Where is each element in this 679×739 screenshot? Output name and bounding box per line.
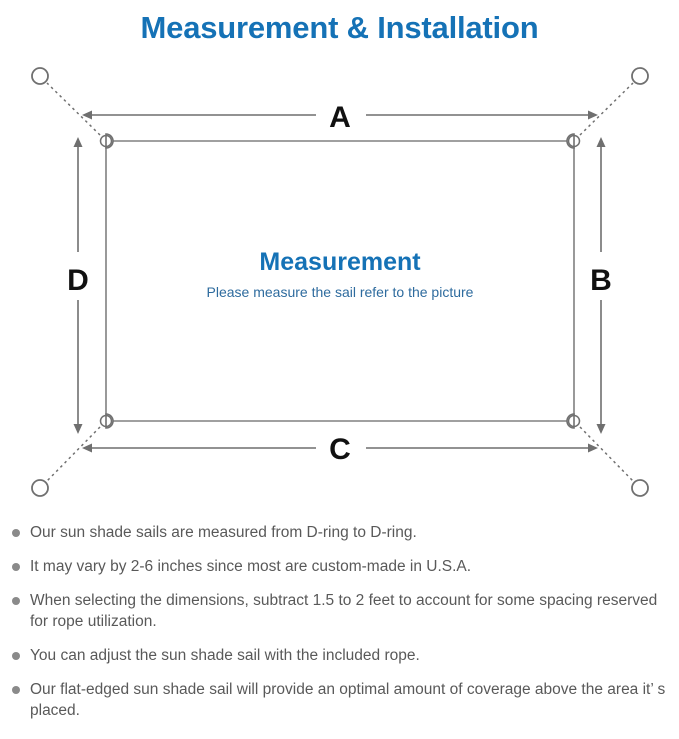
list-item: Our sun shade sails are measured from D-… <box>0 522 679 543</box>
bullet-icon <box>12 686 20 694</box>
dring-top-left-icon <box>99 133 114 149</box>
notes-list: Our sun shade sails are measured from D-… <box>0 522 679 734</box>
list-item-text: You can adjust the sun shade sail with t… <box>30 647 420 664</box>
list-item: You can adjust the sun shade sail with t… <box>0 645 679 666</box>
bullet-icon <box>12 563 20 571</box>
bullet-icon <box>12 652 20 660</box>
rope-line-top-left <box>46 82 101 136</box>
dring-top-right-icon <box>566 133 581 149</box>
dimension-label-c: C <box>329 433 351 466</box>
anchor-top-right-icon <box>631 67 649 85</box>
diagram-center-heading: Measurement <box>259 248 421 276</box>
dring-bottom-right-icon <box>566 413 581 429</box>
list-item-text: When selecting the dimensions, subtract … <box>30 592 658 630</box>
anchor-bottom-right-icon <box>631 479 649 497</box>
list-item-text: Our sun shade sails are measured from D-… <box>30 524 417 541</box>
bullet-icon <box>12 529 20 537</box>
bullet-icon <box>12 597 20 605</box>
dimension-label-a: A <box>329 101 351 134</box>
dimension-label-d: D <box>67 264 89 297</box>
dimension-label-b: B <box>590 264 612 297</box>
rope-line-bottom-left <box>46 426 101 482</box>
page-title: Measurement & Installation <box>140 10 539 45</box>
list-item-text: Our flat-edged sun shade sail will provi… <box>30 681 666 719</box>
list-item: When selecting the dimensions, subtract … <box>0 590 679 632</box>
anchor-bottom-left-icon <box>31 479 49 497</box>
anchor-top-left-icon <box>31 67 49 85</box>
rope-line-top-right <box>579 82 634 136</box>
list-item: Our flat-edged sun shade sail will provi… <box>0 679 679 721</box>
diagram-center-subheading: Please measure the sail refer to the pic… <box>207 284 474 300</box>
list-item: It may vary by 2-6 inches since most are… <box>0 556 679 577</box>
sail-diagram-svg: A C D B Measurement Please measure the s… <box>31 67 649 497</box>
sail-body-outline <box>105 140 575 422</box>
measurement-diagram: A C D B Measurement Please measure the s… <box>0 52 679 517</box>
dring-bottom-left-icon <box>99 413 114 429</box>
list-item-text: It may vary by 2-6 inches since most are… <box>30 558 472 575</box>
rope-line-bottom-right <box>579 426 634 482</box>
